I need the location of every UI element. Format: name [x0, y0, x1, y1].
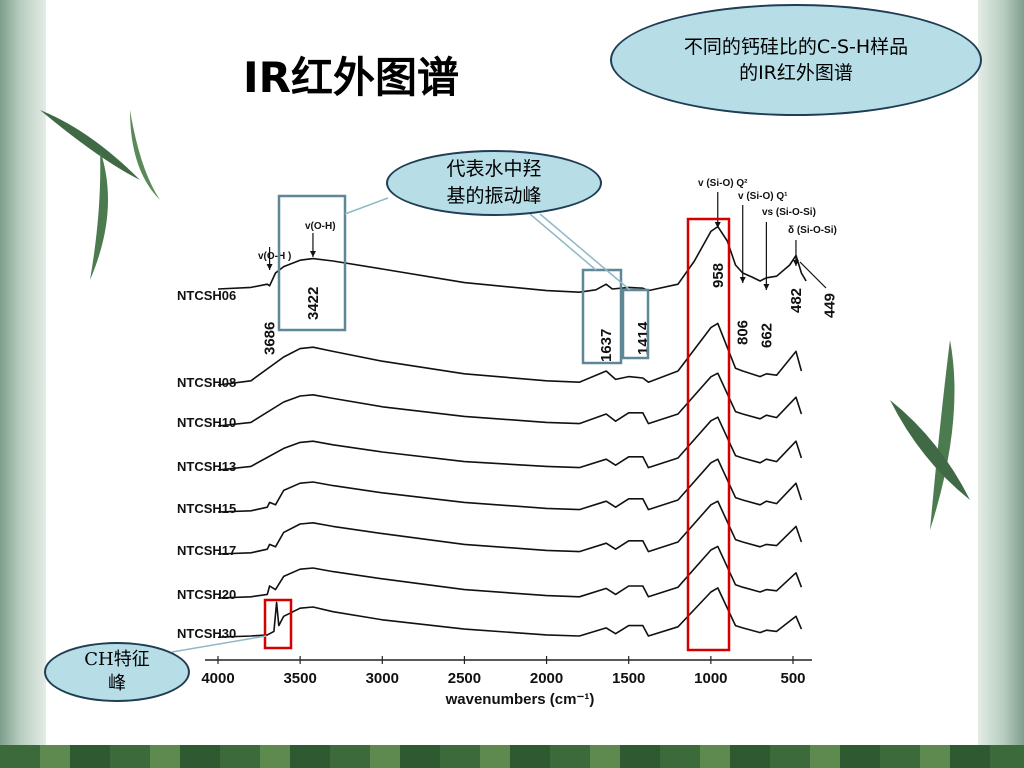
series-label: NTCSH17 — [177, 543, 236, 558]
series-line — [217, 416, 803, 471]
arrow-head — [714, 222, 721, 228]
band-label: vs (Si-O-Si) — [762, 207, 816, 218]
highlight-box-red — [263, 598, 293, 650]
highlight-box-red — [686, 217, 731, 652]
highlight-box — [621, 288, 650, 360]
callout-connector — [529, 213, 597, 271]
series-line — [217, 458, 803, 513]
peak-label: 3422 — [305, 287, 322, 320]
peak-label: 3686 — [262, 322, 279, 355]
x-tick-label: 3000 — [366, 670, 399, 687]
callout-line: 的IR红外图谱 — [739, 62, 853, 84]
peak-label: 482 — [788, 288, 805, 313]
callout-ch-peak: CH特征 峰 — [44, 642, 190, 702]
series-line — [217, 372, 803, 427]
band-label: v(O-H ) — [258, 251, 291, 262]
callout-line: 基的振动峰 — [446, 185, 542, 207]
band-label: v(O-H) — [305, 221, 336, 232]
x-tick-label: 4000 — [201, 670, 234, 687]
series-line — [217, 225, 807, 293]
background-left-bamboo — [0, 0, 46, 768]
x-tick-label: 1500 — [612, 670, 645, 687]
arrow-head — [739, 277, 746, 283]
highlight-box — [581, 268, 623, 365]
callout-hydroxyl-peak: 代表水中羟 基的振动峰 — [386, 150, 602, 216]
series-label: NTCSH13 — [177, 459, 236, 474]
x-axis-label: wavenumbers (cm⁻¹) — [445, 691, 595, 708]
bamboo-leaf-icon — [890, 340, 970, 530]
series-line — [217, 500, 803, 555]
series-label: NTCSH20 — [177, 587, 236, 602]
band-label: v (Si-O) Q² — [698, 178, 748, 189]
series-line — [217, 545, 803, 599]
arrow-head — [309, 251, 316, 257]
x-tick-label: 1000 — [694, 670, 727, 687]
series-label: NTCSH15 — [177, 501, 236, 516]
x-tick-label: 2000 — [530, 670, 563, 687]
x-tick-label: 500 — [780, 670, 805, 687]
callout-ir-spectrum-note: 不同的钙硅比的C-S-H样品 的IR红外图谱 — [610, 4, 982, 116]
peak-label: 806 — [735, 320, 752, 345]
callout-connector — [344, 197, 389, 215]
callout-line: 代表水中羟 — [446, 158, 542, 180]
callout-connector — [171, 635, 267, 653]
peak-label: 662 — [758, 323, 775, 348]
x-tick-label: 3500 — [283, 670, 316, 687]
slide-title: IR红外图谱 — [243, 53, 459, 102]
callout-connector — [539, 213, 631, 291]
callout-line: 峰 — [107, 673, 126, 694]
highlight-box — [277, 194, 347, 332]
arrow-head — [792, 260, 799, 266]
peak-label: 1414 — [635, 321, 652, 355]
series-label: NTCSH10 — [177, 415, 236, 430]
series-label: NTCSH30 — [177, 626, 236, 641]
peak-label: 449 — [821, 293, 838, 318]
series-label: NTCSH06 — [177, 288, 236, 303]
background-bottom-grass — [0, 745, 1024, 768]
x-tick-label: 2500 — [448, 670, 481, 687]
band-label: δ (Si-O-Si) — [788, 225, 837, 236]
series-line — [217, 587, 803, 638]
peak-label: 1637 — [598, 329, 615, 362]
slide-canvas — [46, 0, 978, 745]
callout-line: 不同的钙硅比的C-S-H样品 — [683, 36, 909, 58]
arrow-line — [799, 261, 827, 289]
arrow-head — [763, 284, 770, 290]
bamboo-leaf-icon — [40, 110, 160, 280]
callout-line: CH特征 — [84, 649, 150, 670]
background-right-bamboo — [978, 0, 1024, 768]
arrow-head — [266, 264, 273, 270]
band-label: v (Si-O) Q¹ — [738, 191, 788, 202]
peak-label: 958 — [710, 263, 727, 288]
series-label: NTCSH08 — [177, 375, 236, 390]
series-line — [217, 322, 803, 386]
